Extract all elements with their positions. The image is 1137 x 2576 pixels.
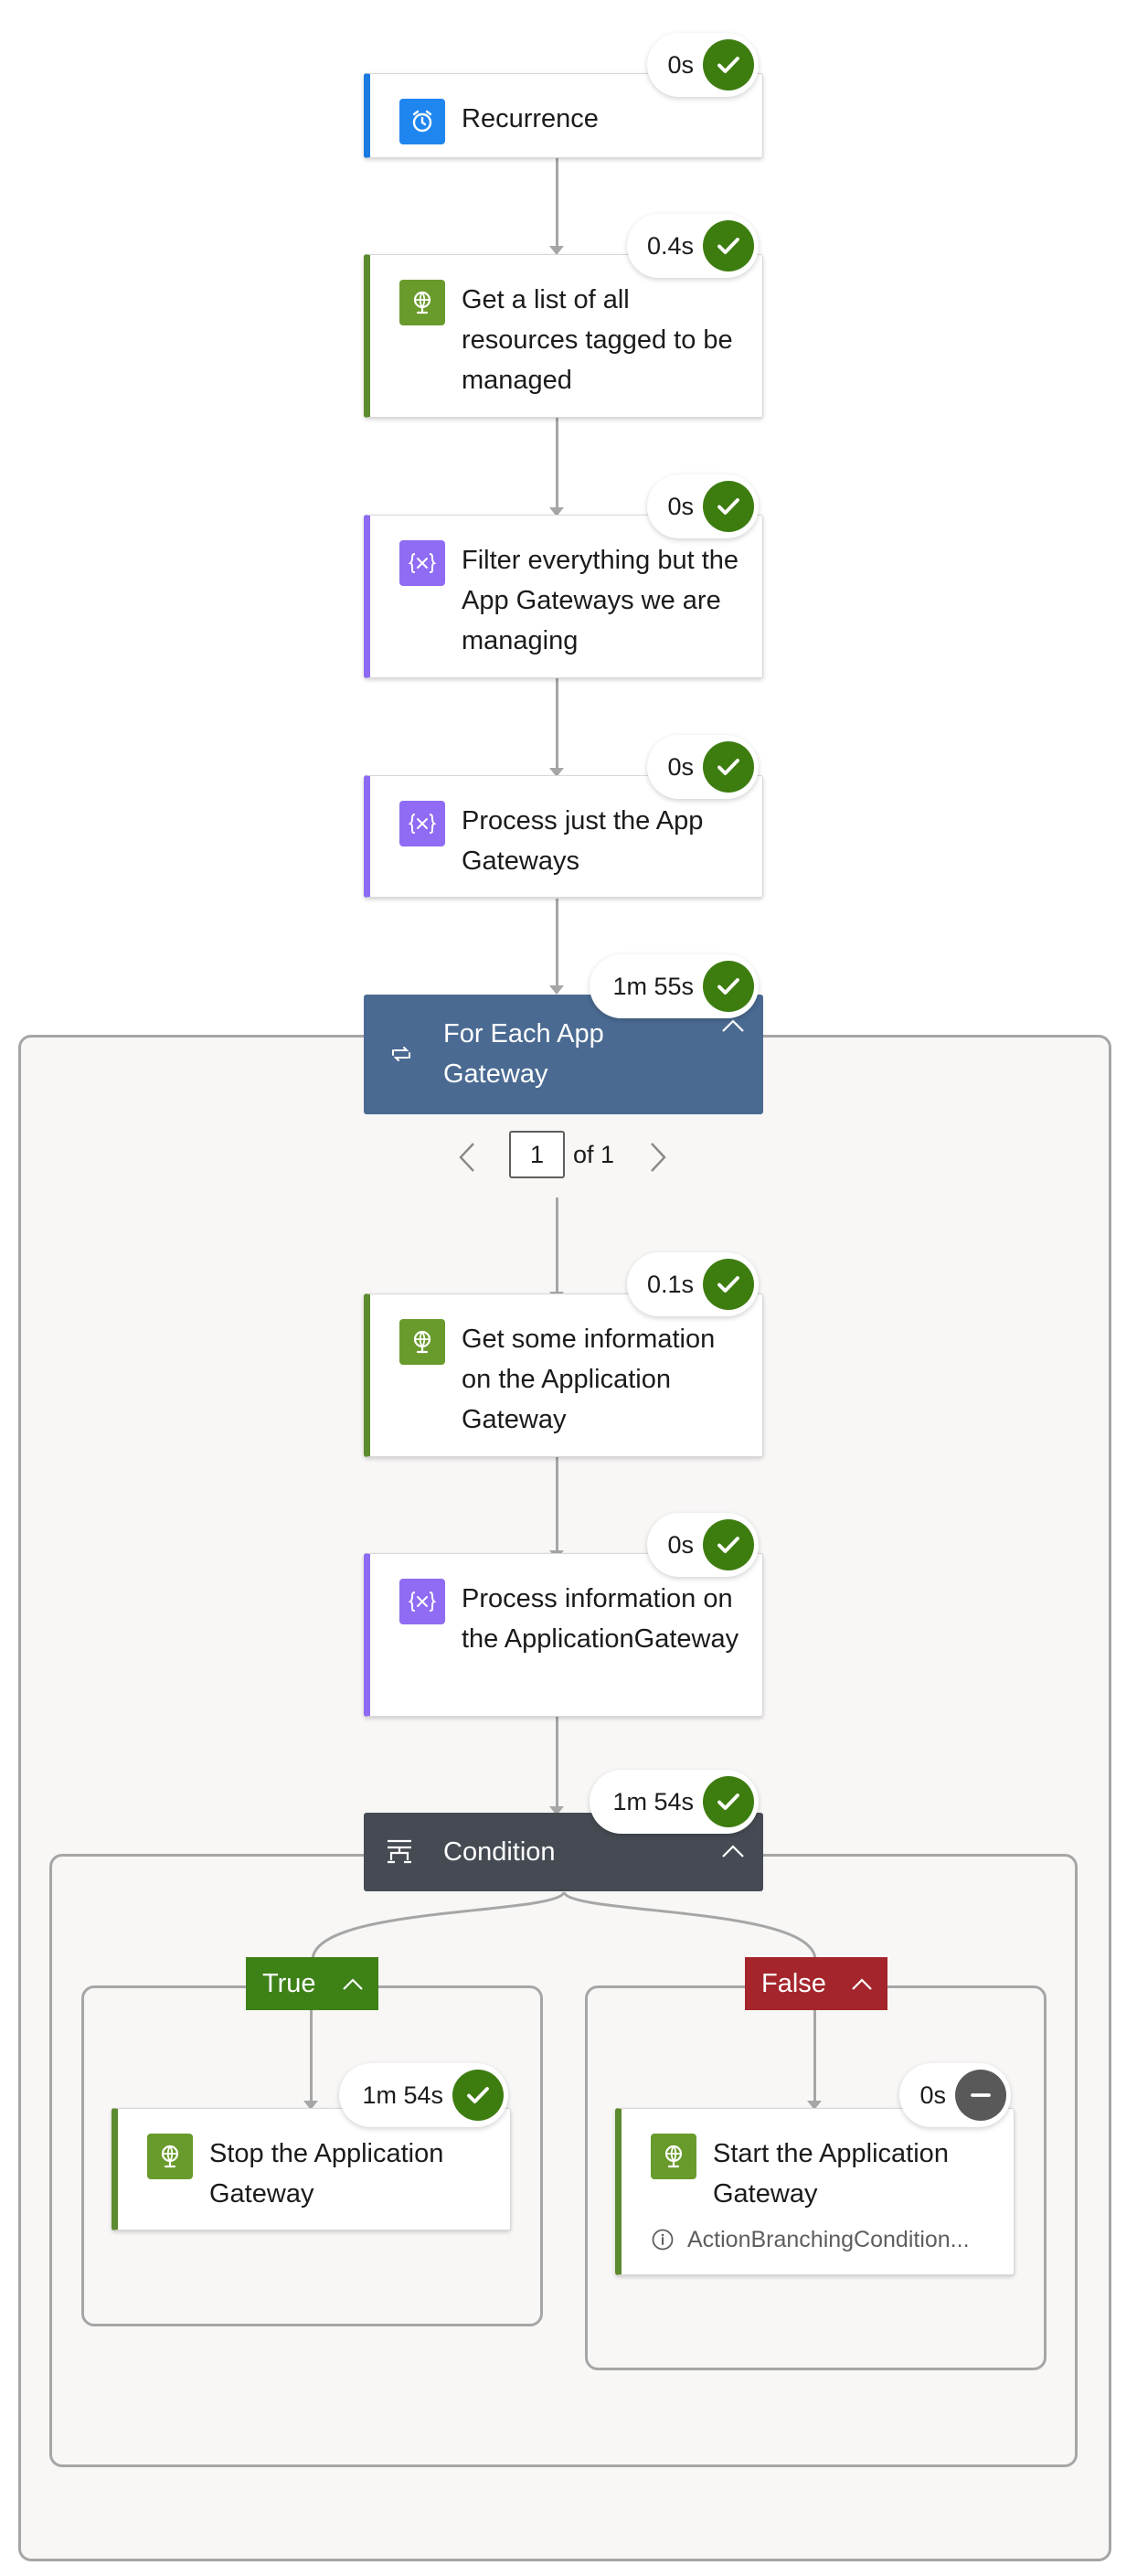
duration-label: 0s — [667, 492, 694, 520]
loop-icon — [387, 1039, 416, 1069]
connector-arrow — [807, 2101, 822, 2110]
duration-label: 0.4s — [646, 231, 694, 260]
variable-braces-icon — [399, 801, 445, 846]
step-title: Process just the App Gateways — [462, 806, 704, 876]
step-title: Get a list of all resources tagged to be… — [462, 285, 733, 395]
status-badge: 0.4s — [627, 214, 759, 278]
connector — [556, 1715, 558, 1806]
step-title: Stop the Application Gateway — [209, 2139, 444, 2209]
duration-label: 1m 55s — [612, 972, 694, 1000]
branch-label-text: True — [262, 1968, 316, 1998]
process-info-card[interactable]: Process information on the ApplicationGa… — [364, 1553, 763, 1717]
connector-arrow — [549, 768, 564, 777]
branch-label-text: False — [761, 1968, 826, 1998]
duration-label: 0s — [667, 1530, 694, 1559]
condition-icon — [384, 1836, 415, 1867]
get-resources-card[interactable]: Get a list of all resources tagged to be… — [364, 254, 763, 418]
for-each-scope-container — [18, 1035, 1111, 2561]
variable-braces-icon — [399, 1579, 445, 1624]
scope-title: For Each App Gateway — [443, 1019, 604, 1089]
connector-arrow — [549, 985, 564, 995]
connector — [310, 2010, 313, 2101]
success-check-icon — [703, 741, 754, 793]
status-badge: 1m 54s — [590, 1770, 759, 1834]
connector-arrow — [303, 2101, 318, 2110]
connector — [556, 899, 558, 985]
success-check-icon — [703, 481, 754, 532]
connector — [556, 1456, 558, 1550]
connector-arrow — [549, 1806, 564, 1815]
scope-title: Condition — [443, 1837, 556, 1867]
connector — [556, 677, 558, 768]
info-icon — [651, 2228, 675, 2251]
globe-icon — [651, 2134, 696, 2179]
status-badge: 1m 54s — [339, 2063, 508, 2127]
status-badge: 0.1s — [627, 1252, 759, 1316]
success-check-icon — [703, 961, 754, 1012]
duration-label: 0s — [919, 2081, 946, 2109]
false-branch-header[interactable]: False — [745, 1957, 887, 2010]
connector-arrow — [549, 246, 564, 255]
duration-label: 1m 54s — [362, 2081, 443, 2109]
filter-card[interactable]: Filter everything but the App Gateways w… — [364, 515, 763, 678]
globe-icon — [147, 2134, 193, 2179]
duration-label: 0s — [667, 50, 694, 79]
step-title: Filter everything but the App Gateways w… — [462, 546, 739, 655]
collapse-chevron-icon[interactable] — [721, 1844, 745, 1858]
get-info-card[interactable]: Get some information on the Application … — [364, 1293, 763, 1457]
collapse-chevron-icon[interactable] — [851, 1977, 873, 1991]
success-check-icon — [452, 2070, 504, 2121]
globe-icon — [399, 1319, 445, 1365]
status-badge: 0s — [899, 2063, 1011, 2127]
collapse-chevron-icon[interactable] — [342, 1977, 364, 1991]
skip-reason-text: ActionBranchingCondition... — [687, 2227, 970, 2252]
true-branch-header[interactable]: True — [246, 1957, 378, 2010]
success-check-icon — [703, 39, 754, 90]
duration-label: 1m 54s — [612, 1787, 694, 1815]
status-badge: 0s — [647, 1513, 759, 1577]
connector — [556, 417, 558, 507]
status-badge: 0s — [647, 735, 759, 799]
previous-page-icon[interactable] — [457, 1141, 477, 1174]
skipped-icon — [955, 2070, 1006, 2121]
status-badge: 0s — [647, 474, 759, 538]
globe-icon — [399, 280, 445, 325]
connector — [556, 1198, 558, 1292]
status-badge: 0s — [647, 33, 759, 97]
alarm-clock-icon — [399, 99, 445, 144]
duration-label: 0.1s — [646, 1270, 694, 1298]
status-badge: 1m 55s — [590, 954, 759, 1018]
success-check-icon — [703, 220, 754, 271]
connector — [556, 156, 558, 246]
success-check-icon — [703, 1776, 754, 1827]
collapse-chevron-icon[interactable] — [721, 1018, 745, 1033]
success-check-icon — [703, 1519, 754, 1570]
start-gateway-card[interactable]: Start the Application Gateway ActionBran… — [615, 2108, 1015, 2275]
stop-gateway-card[interactable]: Stop the Application Gateway — [112, 2108, 511, 2230]
next-page-icon[interactable] — [648, 1141, 668, 1174]
connector-arrow — [549, 507, 564, 516]
process-gateways-card[interactable]: Process just the App Gateways — [364, 775, 763, 898]
page-number-input[interactable]: 1 — [509, 1131, 565, 1178]
success-check-icon — [703, 1259, 754, 1310]
step-title: Start the Application Gateway — [713, 2139, 949, 2209]
duration-label: 0s — [667, 752, 694, 781]
step-title: Recurrence — [462, 104, 599, 133]
variable-braces-icon — [399, 540, 445, 586]
page-count-label: of 1 — [573, 1141, 615, 1168]
step-title: Process information on the ApplicationGa… — [462, 1584, 739, 1654]
step-title: Get some information on the Application … — [462, 1325, 716, 1434]
connector — [813, 2010, 816, 2101]
